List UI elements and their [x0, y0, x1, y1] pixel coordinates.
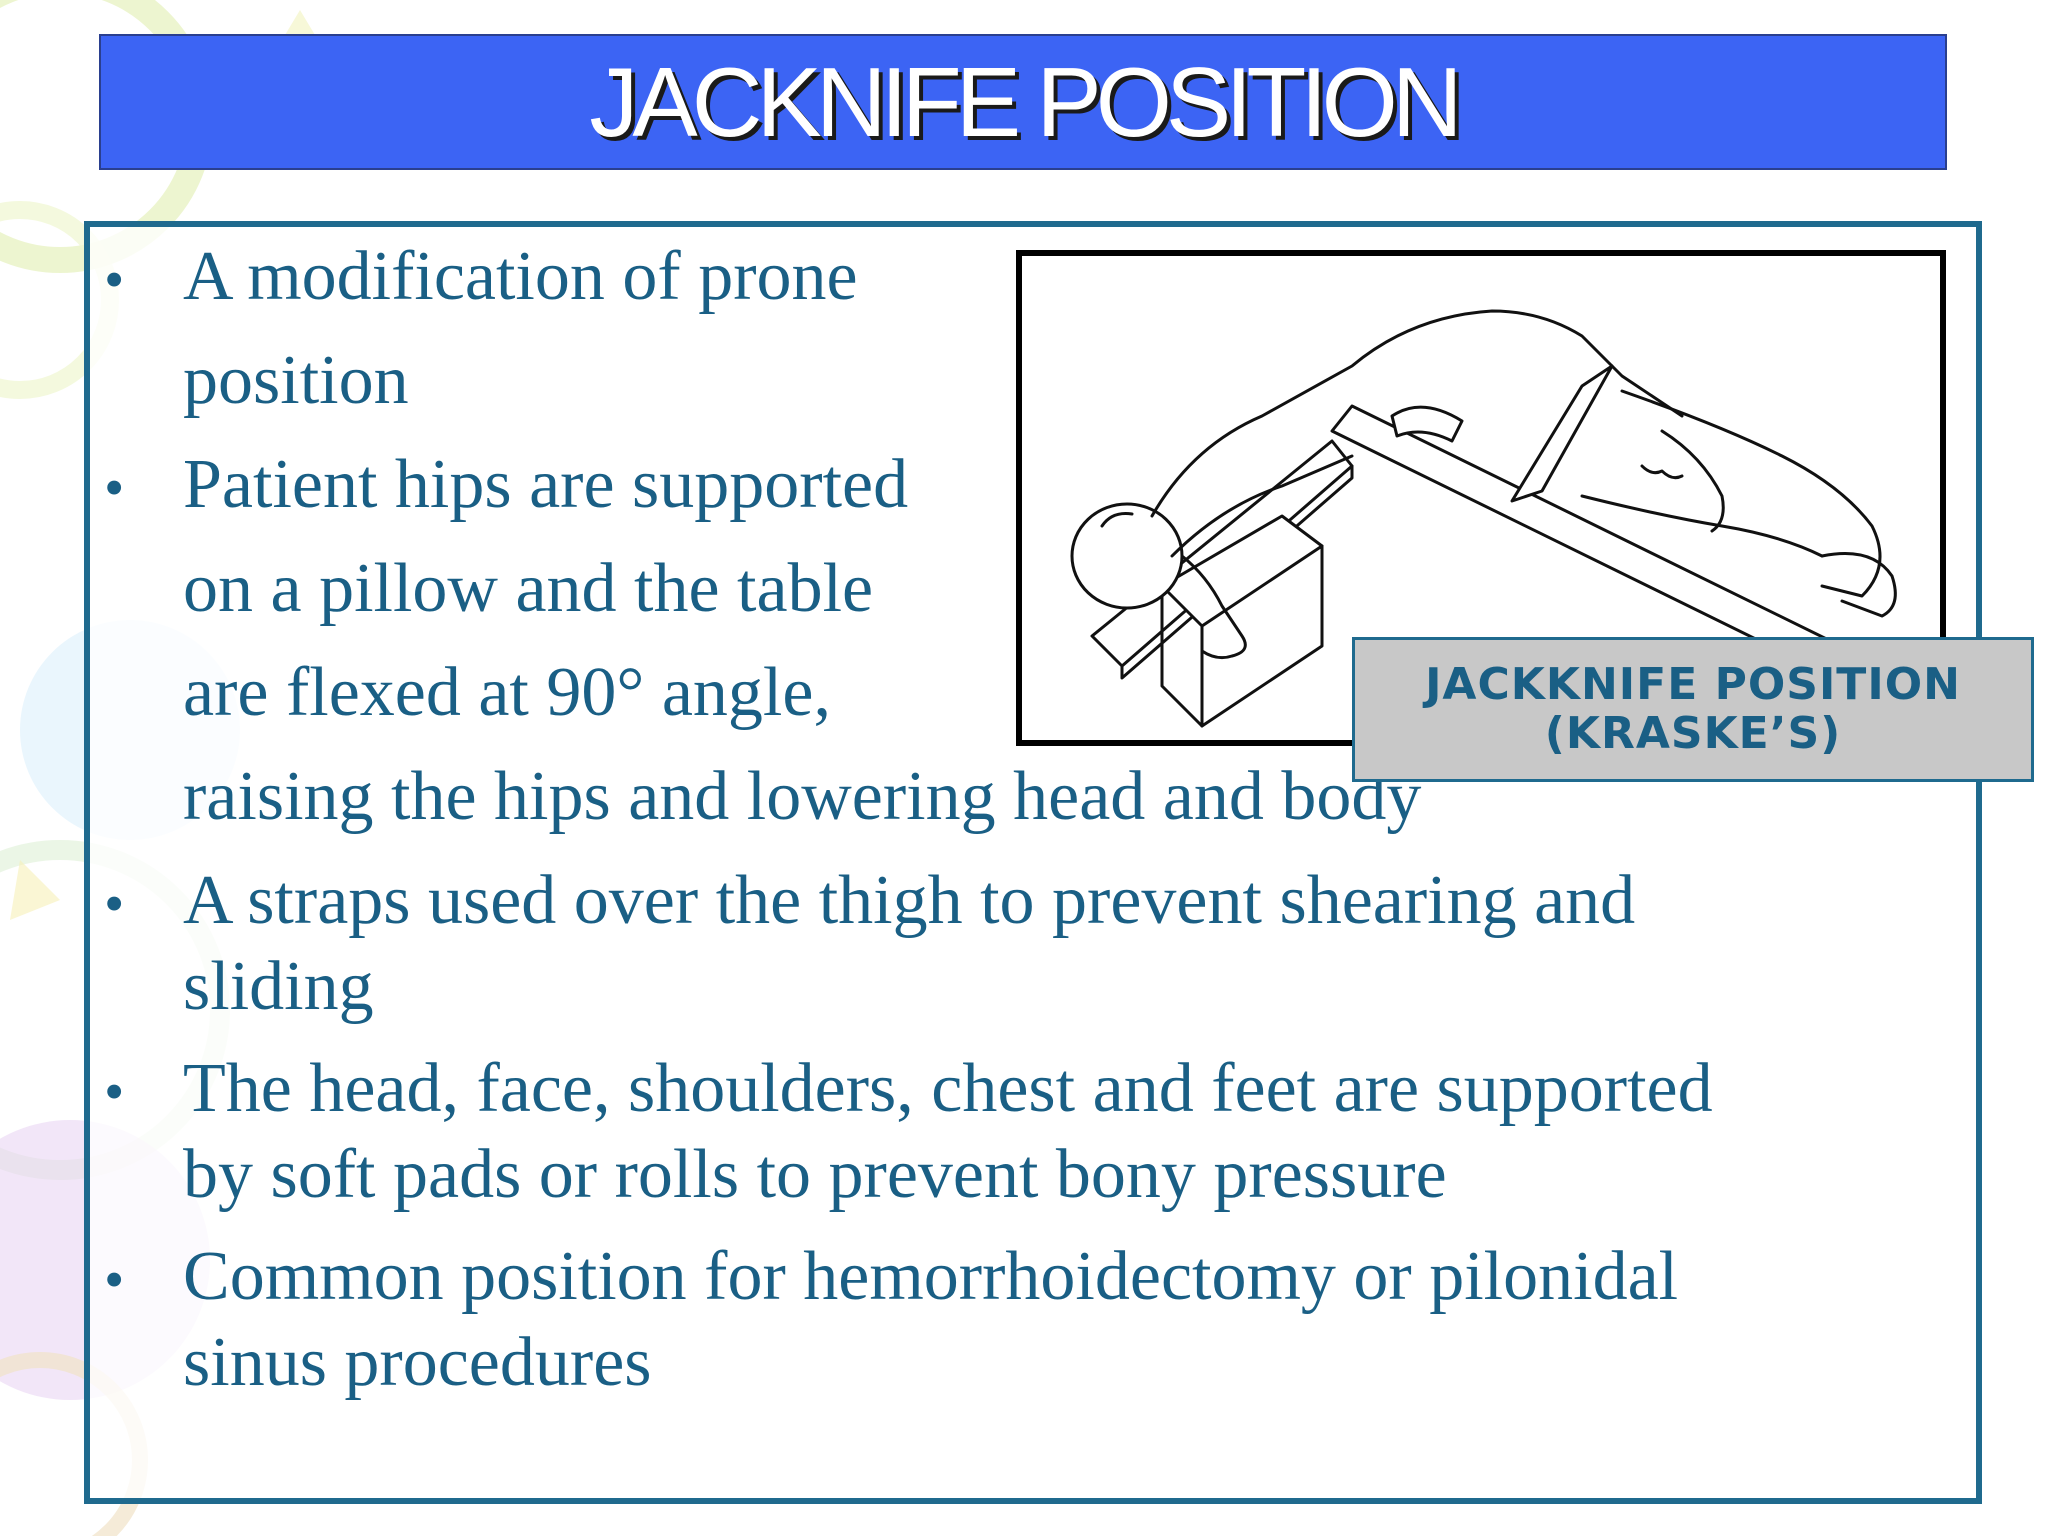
- bullet-3-line-1: A straps used over the thigh to prevent …: [183, 862, 1636, 939]
- bullet-marker: •: [104, 871, 125, 936]
- caption-line-2: (KRASKE’S): [1544, 707, 1842, 759]
- bullet-3-line-2: sliding: [183, 948, 374, 1025]
- bullet-marker: •: [104, 247, 125, 312]
- bullet-5-line-2: sinus procedures: [183, 1324, 652, 1401]
- bullet-1-line-2: position: [183, 342, 409, 419]
- bullet-4-line-1: The head, face, shoulders, chest and fee…: [183, 1050, 1713, 1127]
- patient-in-jackknife-position-icon: [1070, 309, 1904, 728]
- bullet-2-line-2: on a pillow and the table: [183, 550, 874, 627]
- slide-title: JACKNIFE POSITION: [589, 47, 1462, 157]
- figure-caption: JACKKNIFE POSITION (KRASKE’S): [1352, 637, 2034, 782]
- bullet-marker: •: [104, 1059, 125, 1124]
- bullet-1-line-1: A modification of prone: [183, 238, 858, 315]
- bullet-2-line-4: raising the hips and lowering head and b…: [183, 758, 1422, 835]
- bullet-2-line-3: are flexed at 90° angle,: [183, 654, 831, 731]
- bullet-5-line-1: Common position for hemorrhoidectomy or …: [183, 1238, 1679, 1315]
- bullet-2-line-1: Patient hips are supported: [183, 446, 909, 523]
- bullet-marker: •: [104, 455, 125, 520]
- title-bar: JACKNIFE POSITION: [99, 34, 1947, 170]
- bullet-4-line-2: by soft pads or rolls to prevent bony pr…: [183, 1136, 1447, 1213]
- bullet-marker: •: [104, 1247, 125, 1312]
- caption-line-1: JACKKNIFE POSITION: [1425, 659, 1961, 711]
